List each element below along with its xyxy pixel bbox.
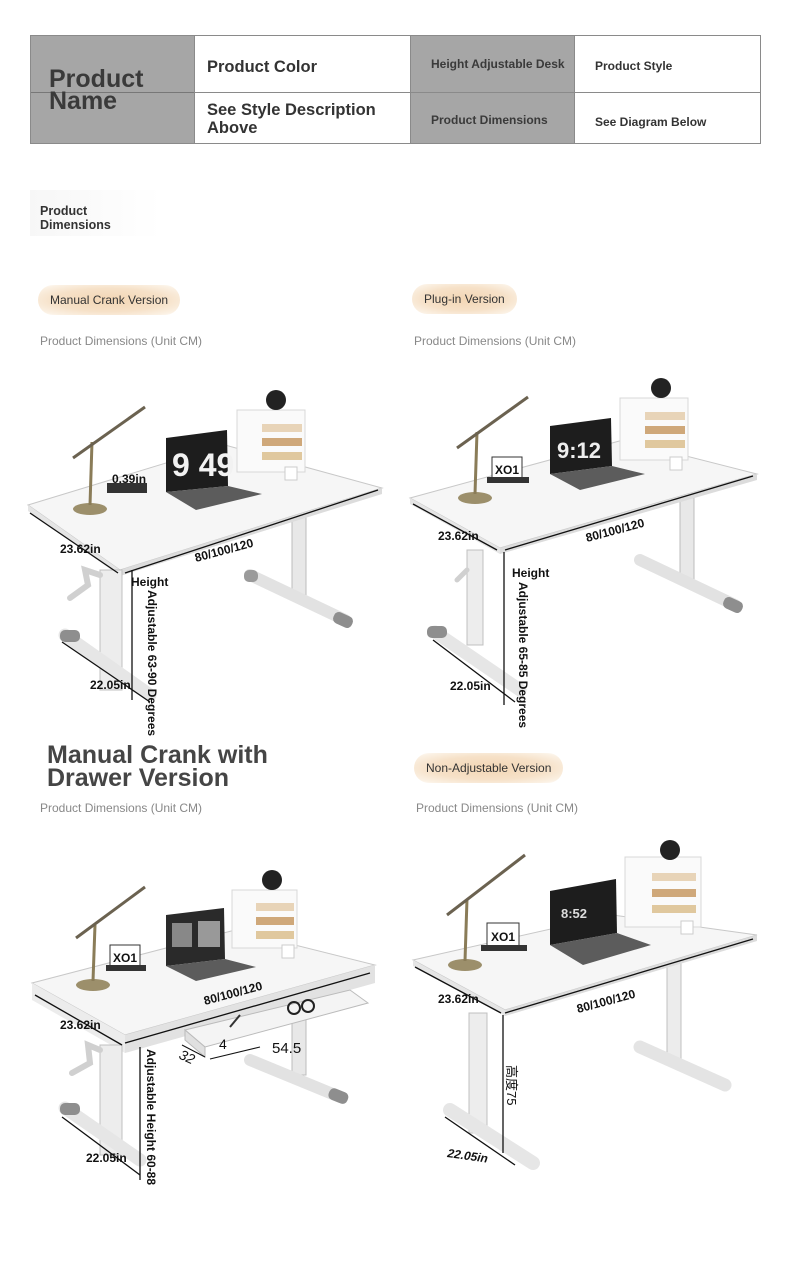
dim-height-label: Height	[512, 566, 549, 580]
divider	[195, 92, 410, 93]
desk-type-cell: Height Adjustable Desk Product Dimension…	[411, 36, 575, 143]
spec-table: Product Name Product Color See Style Des…	[30, 35, 761, 144]
laptop-screen-text: 8:52	[561, 906, 587, 921]
product-color-cell: Product Color See Style Description Abov…	[195, 36, 411, 143]
dim-base: 22.05in	[446, 1146, 489, 1166]
dim-depth: 23.62in	[438, 992, 479, 1006]
dim-depth: 23.62in	[60, 1018, 101, 1032]
divider	[31, 92, 194, 93]
clock-text: XO1	[491, 930, 515, 944]
dim-base: 22.05in	[86, 1151, 127, 1165]
product-style-cell: Product Style See Diagram Below	[575, 36, 760, 143]
unit-note: Product Dimensions (Unit CM)	[416, 801, 579, 815]
dim-drawer-depth: 32	[177, 1046, 198, 1067]
dim-top-thickness: 0.39in	[112, 472, 146, 486]
version-title-crank-drawer: Manual Crank with Drawer Version	[47, 741, 268, 792]
unit-note: Product Dimensions (Unit CM)	[40, 334, 203, 348]
product-color-label: Product Color	[207, 58, 317, 76]
dim-drawer-height: 4	[219, 1036, 227, 1052]
laptop-screen-text: 9:12	[557, 438, 601, 463]
version-pill-non-adjustable: Non-Adjustable Version	[414, 753, 564, 783]
dim-height-range: Adjustable 63-90 Degrees	[145, 590, 159, 736]
dim-base: 22.05in	[450, 679, 491, 693]
dim-drawer-width: 54.5	[272, 1040, 301, 1057]
dim-depth: 23.62in	[438, 529, 479, 543]
divider	[575, 92, 760, 93]
product-name-cell: Product Name	[31, 36, 195, 143]
dim-base: 22.05in	[90, 678, 131, 692]
dim-height-label: Height	[131, 575, 168, 589]
desk-illustration-crank-drawer: XO1 23.62in 80/100/120 32 4 54.5 Adjusta…	[30, 870, 377, 1185]
unit-note: Product Dimensions (Unit CM)	[40, 801, 203, 815]
product-style-label: Product Style	[595, 59, 673, 73]
unit-note: Product Dimensions (Unit CM)	[414, 334, 577, 348]
dim-height-range: Adjustable 65-85 Degrees	[516, 582, 530, 728]
dim-height-range: Adjustable Height 60-88	[144, 1049, 158, 1185]
desk-illustration-non-adjustable: XO1 8:52 23.62in 80/100/120 高度75 22.05in	[411, 840, 758, 1170]
see-diagram-label: See Diagram Below	[595, 115, 707, 129]
dim-depth: 23.62in	[60, 542, 101, 556]
divider	[411, 92, 574, 93]
version-pill-plug-in: Plug-in Version	[412, 284, 517, 314]
height-adjustable-label: Height Adjustable Desk	[431, 57, 565, 71]
product-dimensions-label: Product Dimensions	[431, 113, 548, 127]
desk-illustration-manual-crank: 9 49 0.39in 23.62in 80/100/120 Height Ad…	[26, 390, 384, 736]
laptop-screen-text: 9 49	[172, 447, 234, 483]
product-color-value: See Style Description Above	[207, 101, 376, 137]
clock-text: XO1	[113, 951, 137, 965]
version-pill-manual-crank: Manual Crank Version	[38, 285, 181, 315]
clock-text: XO1	[495, 463, 519, 477]
dim-height-range: 高度75	[504, 1065, 519, 1105]
product-name-label: Product Name	[49, 65, 144, 115]
section-title: Product Dimensions	[30, 190, 162, 236]
desk-illustration-plug-in: XO1 9:12 23.62in 80/100/120 Height Adjus…	[408, 378, 759, 728]
